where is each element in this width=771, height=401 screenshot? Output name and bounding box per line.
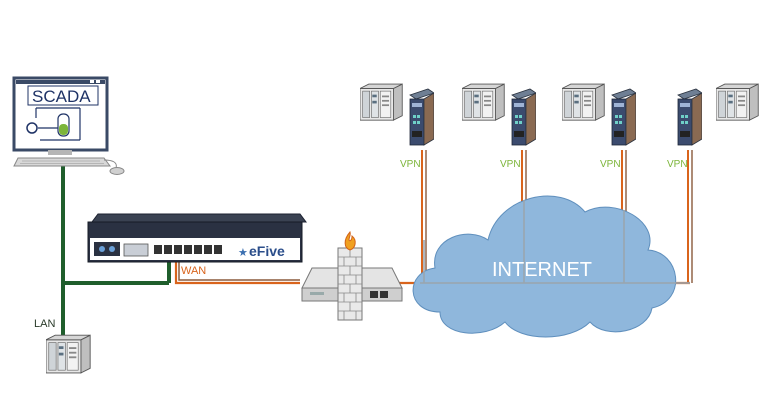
- monitor-btn: [90, 80, 94, 83]
- scada-title-box: [27, 85, 99, 106]
- router-port: [204, 245, 212, 254]
- plc-rack-icon: [716, 83, 759, 121]
- router-port: [174, 245, 182, 254]
- lan-label: LAN: [34, 318, 55, 330]
- keyboard-icon: [13, 157, 111, 167]
- router-port: [194, 245, 202, 254]
- vpn-label-1: VPN: [400, 159, 421, 170]
- internet-label: INTERNET: [492, 259, 592, 281]
- router-button: [109, 246, 115, 252]
- remote-site-1: VPN: [360, 83, 434, 170]
- cloud-shape: [412, 195, 677, 338]
- remote-site-2: VPN: [462, 83, 536, 170]
- plc-rack-icon: [46, 334, 91, 374]
- router-top: [91, 213, 307, 223]
- router-button: [99, 246, 105, 252]
- router-display: [123, 243, 149, 257]
- remote-site-3: VPN: [562, 83, 636, 170]
- efive-router-icon: ★ eFive: [87, 213, 307, 263]
- router-brand: eFive: [249, 243, 285, 259]
- monitor-stand: [48, 150, 72, 155]
- plc-rack-icon: [462, 83, 505, 121]
- flame-icon: [344, 231, 356, 251]
- vpn-gateway-icon: [511, 88, 536, 146]
- vpn-gateway-icon: [409, 88, 434, 146]
- tank-level: [59, 124, 68, 135]
- monitor-btn: [96, 80, 100, 83]
- vpn-label-3: VPN: [600, 159, 621, 170]
- router-port: [214, 245, 222, 254]
- plc-rack-icon: [562, 83, 605, 121]
- mouse-icon: [109, 167, 125, 175]
- router-port: [154, 245, 162, 254]
- vpn-label-4: VPN: [667, 159, 688, 170]
- modem-led-bar: [310, 292, 324, 295]
- vpn-gateway-icon: [677, 88, 702, 146]
- scada-monitor-icon: SCADA: [12, 76, 125, 175]
- router-port: [184, 245, 192, 254]
- brick-firewall-icon: [337, 231, 363, 321]
- firewall-bricks: [338, 248, 362, 320]
- vpn-label-2: VPN: [500, 159, 521, 170]
- wan-label: WAN: [181, 265, 206, 277]
- mouse-cable: [103, 159, 117, 169]
- router-ports: [154, 245, 222, 254]
- router-star-icon: ★: [238, 247, 248, 259]
- internet-cloud: INTERNET: [412, 195, 690, 338]
- modem-port: [370, 291, 378, 298]
- pump-icon: [26, 122, 38, 134]
- scada-title: SCADA: [32, 87, 91, 106]
- router-port: [164, 245, 172, 254]
- plc-rack-icon: [360, 83, 403, 121]
- remote-site-4: VPN: [667, 83, 759, 170]
- monitor-titlebar: [16, 80, 105, 84]
- vpn-gateway-icon: [611, 88, 636, 146]
- router-lcd-block: [94, 242, 120, 256]
- modem-port: [380, 291, 388, 298]
